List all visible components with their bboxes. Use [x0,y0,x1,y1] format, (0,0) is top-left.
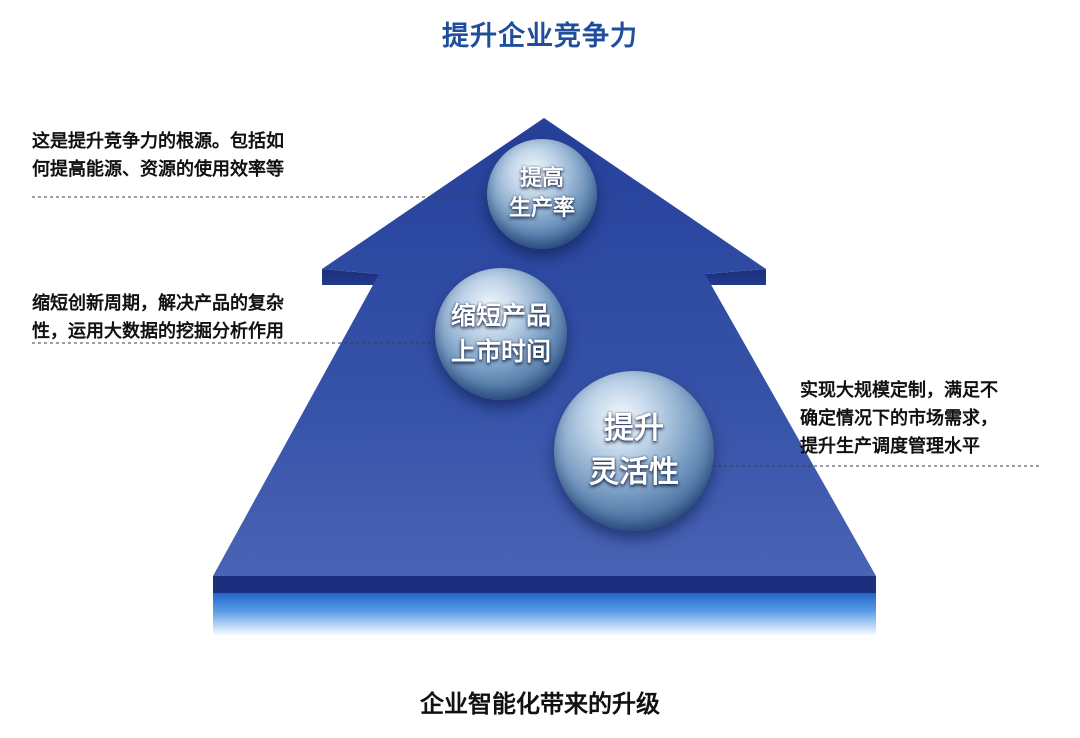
orb-time-to-market-line-1: 缩短产品 [451,298,551,334]
orb-flexibility-line-1: 提升 [604,407,664,451]
orb-flexibility-line-2: 灵活性 [589,451,679,495]
orb-productivity: 提高 生产率 [487,139,597,249]
diagram-caption: 企业智能化带来的升级 [0,684,1080,719]
note-flexibility-line-3: 提升生产调度管理水平 [800,433,998,461]
orb-productivity-line-2: 生产率 [509,194,575,224]
note-flexibility: 实现大规模定制，满足不 确定情况下的市场需求， 提升生产调度管理水平 [800,377,998,461]
arrow-base-glow [213,592,876,636]
orb-time-to-market: 缩短产品 上市时间 [435,268,567,400]
note-time-to-market-line-2: 性，运用大数据的挖掘分析作用 [32,318,284,346]
orb-productivity-line-1: 提高 [520,164,564,194]
note-time-to-market-line-1: 缩短创新周期，解决产品的复杂 [32,290,284,318]
note-productivity-line-2: 何提高能源、资源的使用效率等 [32,156,284,184]
note-flexibility-line-1: 实现大规模定制，满足不 [800,377,998,405]
arrow-base-edge [213,576,876,593]
note-time-to-market: 缩短创新周期，解决产品的复杂 性，运用大数据的挖掘分析作用 [32,290,284,346]
orb-flexibility: 提升 灵活性 [554,371,714,531]
note-productivity-line-1: 这是提升竞争力的根源。包括如 [32,128,284,156]
orb-time-to-market-line-2: 上市时间 [451,334,551,370]
note-productivity: 这是提升竞争力的根源。包括如 何提高能源、资源的使用效率等 [32,128,284,184]
note-flexibility-line-2: 确定情况下的市场需求， [800,405,998,433]
